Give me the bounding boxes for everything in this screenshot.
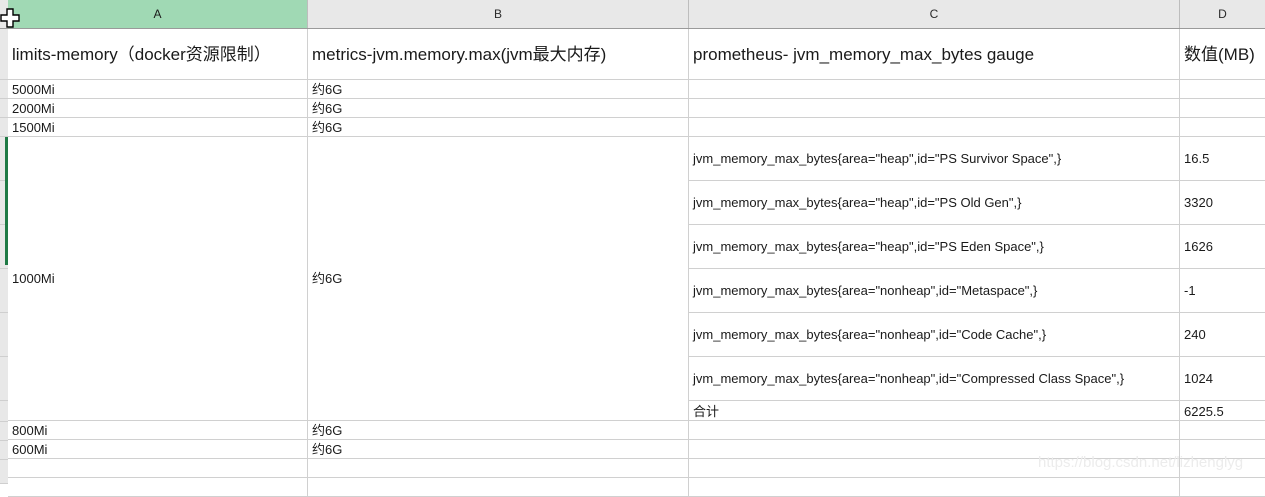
cell-text: jvm_memory_max_bytes{area="heap",id="PS …	[693, 239, 1044, 254]
cell-c-800mi[interactable]	[689, 421, 1180, 440]
cell-text: 16.5	[1184, 151, 1210, 166]
cell-c-empty-2[interactable]	[689, 478, 1180, 497]
cell-text: 600Mi	[12, 442, 48, 457]
cell-c-metric-5[interactable]: jvm_memory_max_bytes{area="nonheap",id="…	[689, 313, 1180, 357]
cell-text: 240	[1184, 327, 1206, 342]
cell-d-empty-2[interactable]	[1180, 478, 1265, 497]
row-header-8[interactable]	[0, 269, 8, 313]
cell-c-metric-3[interactable]: jvm_memory_max_bytes{area="heap",id="PS …	[689, 225, 1180, 269]
cell-d-600mi[interactable]	[1180, 440, 1265, 459]
cell-text: jvm_memory_max_bytes{area="nonheap",id="…	[693, 371, 1125, 386]
row-header-9[interactable]	[0, 313, 8, 357]
cell-text: 约6G	[312, 120, 343, 135]
cell-text: 6225.5	[1184, 404, 1224, 419]
cell-text: 3320	[1184, 195, 1213, 210]
selection-indicator-bar	[5, 137, 8, 265]
row-header-5[interactable]	[0, 137, 8, 181]
cell-b-empty-2[interactable]	[308, 478, 689, 497]
cell-c-metric-2[interactable]: jvm_memory_max_bytes{area="heap",id="PS …	[689, 181, 1180, 225]
header-label-b: metrics-jvm.memory.max(jvm最大内存)	[312, 45, 607, 64]
cell-d-2000mi[interactable]	[1180, 99, 1265, 118]
cell-d-800mi[interactable]	[1180, 421, 1265, 440]
row-header-7[interactable]	[0, 225, 8, 269]
cell-text: jvm_memory_max_bytes{area="nonheap",id="…	[693, 283, 1038, 298]
header-label-a: limits-memory（docker资源限制）	[12, 45, 271, 64]
cell-a-800mi[interactable]: 800Mi	[8, 421, 308, 440]
cell-d-metric-3[interactable]: 1626	[1180, 225, 1265, 269]
cell-text: -1	[1184, 283, 1196, 298]
header-cell-b[interactable]: metrics-jvm.memory.max(jvm最大内存)	[308, 29, 689, 80]
cell-d-metric-5[interactable]: 240	[1180, 313, 1265, 357]
cell-d-metric-1[interactable]: 16.5	[1180, 137, 1265, 181]
cell-text: 5000Mi	[12, 82, 55, 97]
cell-a-1000mi-merged[interactable]: 1000Mi	[8, 137, 308, 421]
header-cell-a[interactable]: limits-memory（docker资源限制）	[8, 29, 308, 80]
column-header-strip: A B C D	[0, 0, 1265, 29]
cell-text: jvm_memory_max_bytes{area="heap",id="PS …	[693, 195, 1022, 210]
column-header-c[interactable]: C	[689, 0, 1180, 28]
cell-text: 约6G	[312, 101, 343, 116]
cell-a-5000mi[interactable]: 5000Mi	[8, 80, 308, 99]
row-header-6[interactable]	[0, 181, 8, 225]
column-header-a[interactable]: A	[8, 0, 308, 28]
cell-c-1500mi[interactable]	[689, 118, 1180, 137]
row-header-10[interactable]	[0, 357, 8, 401]
cell-text: 约6G	[312, 442, 343, 457]
cell-b-5000mi[interactable]: 约6G	[308, 80, 689, 99]
cell-c-metric-1[interactable]: jvm_memory_max_bytes{area="heap",id="PS …	[689, 137, 1180, 181]
cell-text: 约6G	[312, 270, 343, 286]
row-header-3[interactable]	[0, 99, 8, 118]
row-header-1[interactable]	[0, 29, 8, 80]
cell-c-total-label[interactable]: 合计	[689, 401, 1180, 421]
cell-text: 1500Mi	[12, 120, 55, 135]
column-header-d[interactable]: D	[1180, 0, 1265, 28]
header-label-d: 数值(MB)	[1184, 45, 1255, 64]
cell-text: jvm_memory_max_bytes{area="heap",id="PS …	[693, 151, 1062, 166]
cell-b-600mi[interactable]: 约6G	[308, 440, 689, 459]
cell-a-1500mi[interactable]: 1500Mi	[8, 118, 308, 137]
cell-b-1000mi-merged[interactable]: 约6G	[308, 137, 689, 421]
cell-c-metric-6[interactable]: jvm_memory_max_bytes{area="nonheap",id="…	[689, 357, 1180, 401]
cell-d-5000mi[interactable]	[1180, 80, 1265, 99]
cell-c-2000mi[interactable]	[689, 99, 1180, 118]
row-header-13[interactable]	[0, 441, 8, 460]
row-header-11[interactable]	[0, 401, 8, 422]
header-label-c: prometheus- jvm_memory_max_bytes gauge	[693, 45, 1035, 64]
header-cell-d[interactable]: 数值(MB)	[1180, 29, 1265, 80]
cell-a-empty-1[interactable]	[8, 459, 308, 478]
cell-c-metric-4[interactable]: jvm_memory_max_bytes{area="nonheap",id="…	[689, 269, 1180, 313]
cell-d-metric-2[interactable]: 3320	[1180, 181, 1265, 225]
cell-c-5000mi[interactable]	[689, 80, 1180, 99]
cell-text: 约6G	[312, 82, 343, 97]
cell-d-total-value[interactable]: 6225.5	[1180, 401, 1265, 421]
row-header-14[interactable]	[0, 460, 8, 484]
cell-text: 2000Mi	[12, 101, 55, 116]
cell-c-empty-1[interactable]	[689, 459, 1180, 478]
cell-text: 1024	[1184, 371, 1213, 386]
cell-text: 约6G	[312, 423, 343, 438]
cell-text: jvm_memory_max_bytes{area="nonheap",id="…	[693, 327, 1047, 342]
cell-b-1500mi[interactable]: 约6G	[308, 118, 689, 137]
cell-d-metric-6[interactable]: 1024	[1180, 357, 1265, 401]
cell-c-600mi[interactable]	[689, 440, 1180, 459]
cell-text: 1626	[1184, 239, 1213, 254]
cell-b-empty-1[interactable]	[308, 459, 689, 478]
header-cell-c[interactable]: prometheus- jvm_memory_max_bytes gauge	[689, 29, 1180, 80]
cell-d-1500mi[interactable]	[1180, 118, 1265, 137]
cell-b-2000mi[interactable]: 约6G	[308, 99, 689, 118]
cell-d-metric-4[interactable]: -1	[1180, 269, 1265, 313]
cell-a-2000mi[interactable]: 2000Mi	[8, 99, 308, 118]
cell-text: 1000Mi	[12, 270, 55, 286]
cell-text: 800Mi	[12, 423, 48, 438]
cell-a-empty-2[interactable]	[8, 478, 308, 497]
cell-b-800mi[interactable]: 约6G	[308, 421, 689, 440]
column-header-b[interactable]: B	[308, 0, 689, 28]
cell-d-empty-1[interactable]	[1180, 459, 1265, 478]
cell-a-600mi[interactable]: 600Mi	[8, 440, 308, 459]
row-header-12[interactable]	[0, 422, 8, 441]
row-header-4[interactable]	[0, 118, 8, 137]
cell-text: 合计	[693, 404, 720, 419]
row-header-2[interactable]	[0, 80, 8, 99]
